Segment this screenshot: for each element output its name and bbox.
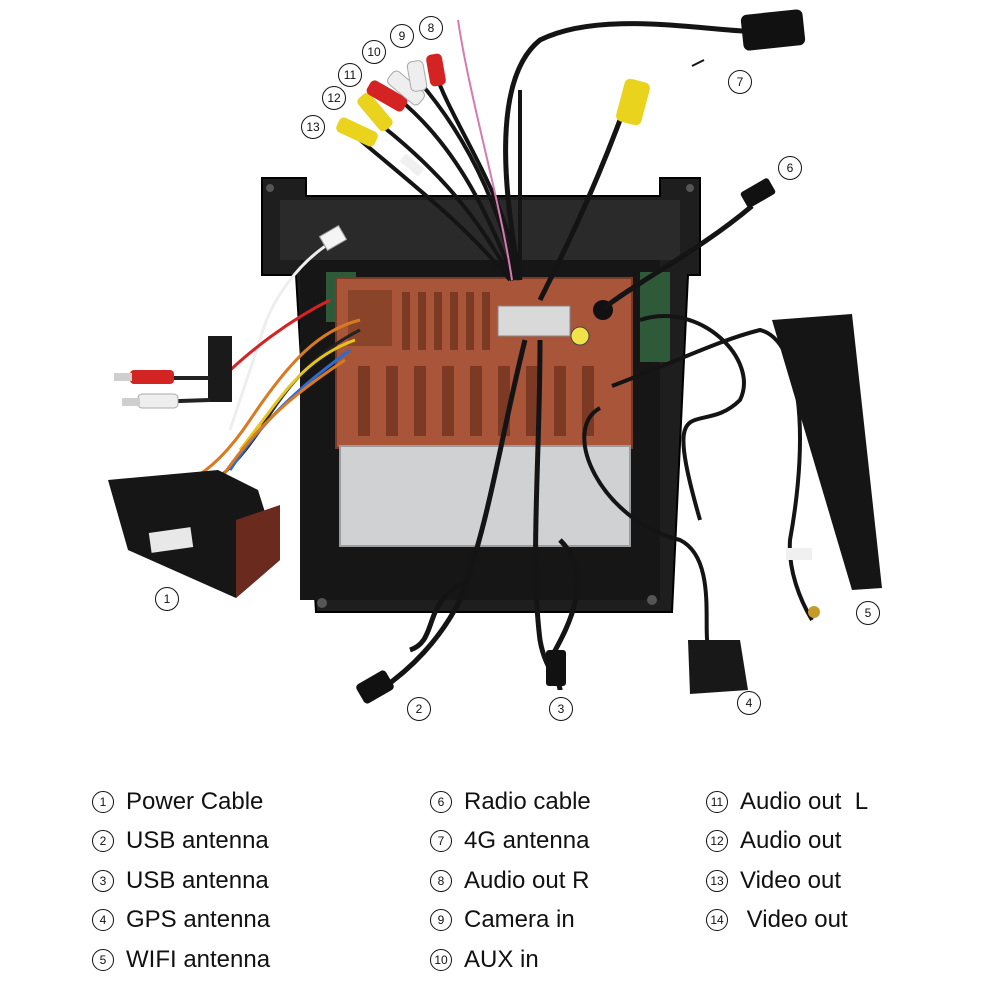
- callout-11: 11: [338, 63, 362, 87]
- callout-7: 7: [728, 70, 752, 94]
- legend-item: 2 USB antenna: [92, 822, 270, 862]
- legend-label: AUX in: [464, 945, 539, 973]
- legend-number: 8: [430, 869, 452, 892]
- legend-item: 9 Camera in: [430, 901, 591, 941]
- legend-label: Audio out R: [464, 866, 590, 894]
- legend-number: 1: [92, 790, 114, 813]
- callout-4: 4: [737, 691, 761, 715]
- callout-6: 6: [778, 156, 802, 180]
- callout-5: 5: [856, 601, 880, 625]
- legend-column-1: 1 Power Cable 2 USB antenna 3 USB antenn…: [92, 782, 270, 980]
- legend-number: 14: [706, 909, 728, 932]
- legend-label: Audio out L: [740, 787, 869, 815]
- legend-label: Audio out: [740, 827, 842, 855]
- callout-3: 3: [549, 697, 573, 721]
- callout-13: 13: [301, 115, 325, 139]
- legend-label: Camera in: [464, 906, 575, 934]
- legend-number: 9: [430, 909, 452, 932]
- callout-9: 9: [390, 24, 414, 48]
- legend-item: 12 Audio out: [706, 822, 868, 862]
- legend-item: 6 Radio cable: [430, 782, 591, 822]
- callout-8: 8: [419, 16, 443, 40]
- callout-12: 12: [322, 86, 346, 110]
- callout-2: 2: [407, 697, 431, 721]
- legend-number: 11: [706, 790, 728, 813]
- legend-item: 13 Video out: [706, 861, 868, 901]
- legend-number: 5: [92, 948, 114, 971]
- legend-item: 11 Audio out L: [706, 782, 868, 822]
- metal-chassis: [339, 445, 631, 547]
- legend-number: 6: [430, 790, 452, 813]
- legend-label: WIFI antenna: [126, 945, 271, 973]
- power-harness: [108, 224, 361, 598]
- legend-label: 4G antenna: [464, 827, 590, 855]
- legend-item: 7 4G antenna: [430, 822, 591, 862]
- legend-label: GPS antenna: [126, 906, 271, 934]
- legend-item: 14 Video out: [706, 901, 868, 941]
- legend-item: 5 WIFI antenna: [92, 940, 270, 980]
- legend-number: 2: [92, 830, 114, 853]
- legend-number: 4: [92, 909, 114, 932]
- legend-label: Power Cable: [126, 787, 264, 815]
- gps-antenna: [582, 314, 748, 694]
- legend-item: 10 AUX in: [430, 940, 591, 980]
- legend-column-2: 6 Radio cable 7 4G antenna 8 Audio out R…: [430, 782, 591, 980]
- legend-item: 3 USB antenna: [92, 861, 270, 901]
- legend-label: Radio cable: [464, 787, 591, 815]
- legend-label: USB antenna: [126, 827, 269, 855]
- legend-label: USB antenna: [126, 866, 269, 894]
- legend-number: 3: [92, 869, 114, 892]
- legend-number: 13: [706, 869, 728, 892]
- legend-item: 8 Audio out R: [430, 861, 591, 901]
- product-photo: [108, 9, 882, 704]
- legend-label: Video out: [740, 866, 841, 894]
- radio-cable: [602, 178, 776, 310]
- main-board: [335, 277, 633, 449]
- legend-label: Video out: [740, 906, 848, 934]
- legend-number: 12: [706, 830, 728, 853]
- legend-column-3: 11 Audio out L 12 Audio out 13 Video out…: [706, 782, 868, 940]
- legend-item: 1 Power Cable: [92, 782, 270, 822]
- callout-10: 10: [362, 40, 386, 64]
- legend-item: 4 GPS antenna: [92, 901, 270, 941]
- wifi-antenna: [611, 314, 882, 622]
- legend-number: 7: [430, 830, 452, 853]
- legend-number: 10: [430, 948, 452, 971]
- callout-1: 1: [155, 587, 179, 611]
